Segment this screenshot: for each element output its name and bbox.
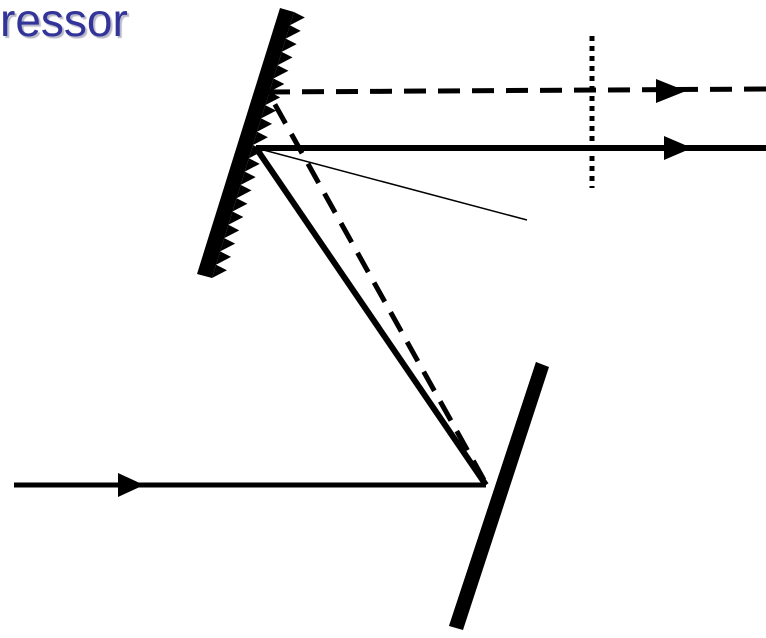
grating-tooth [220, 238, 236, 252]
grating-tooth [253, 131, 268, 145]
grating-tooth [453, 599, 469, 613]
grating-tooth [232, 198, 248, 212]
output-beam-dashed [267, 86, 766, 95]
grating-tooth [240, 171, 256, 185]
grating-tooth [518, 401, 534, 415]
lower-grating-teeth [449, 362, 547, 626]
grating-tooth [466, 560, 482, 574]
upper-grating [197, 8, 305, 278]
grating-tooth [522, 388, 539, 402]
grating-tooth [505, 441, 521, 455]
grating-tooth [492, 480, 508, 494]
grating-tooth [509, 428, 525, 442]
grating-tooth [244, 158, 260, 172]
grating-tooth [265, 91, 281, 106]
lower-grating [449, 362, 549, 630]
grating-tooth [277, 51, 293, 66]
grating-tooth [281, 38, 297, 52]
grating-tooth [273, 65, 289, 79]
upper-grating-body [197, 8, 294, 278]
grating-tooth [228, 211, 244, 225]
grating-normal-line [255, 147, 528, 221]
grating-tooth [216, 251, 232, 265]
grating-tooth [269, 78, 285, 92]
grating-tooth [212, 264, 227, 278]
grating-tooth [285, 25, 301, 39]
grating-tooth [449, 612, 465, 626]
grating-tooth [501, 454, 517, 468]
grating-tooth [289, 12, 305, 26]
grating-tooth [462, 573, 478, 587]
grating-tooth [236, 184, 252, 199]
grating-tooth [475, 533, 491, 547]
grating-tooth [514, 414, 530, 428]
diffracted-beam-solid [253, 146, 489, 487]
grating-tooth [527, 375, 543, 389]
upper-grating-teeth [212, 12, 305, 278]
diffracted-beam-dashed [265, 90, 487, 482]
incoming-beam-arrow [118, 473, 144, 497]
grating-tooth [531, 362, 547, 376]
grating-tooth [261, 105, 277, 119]
grating-tooth [488, 494, 504, 508]
grating-tooth [257, 118, 273, 132]
grating-tooth [470, 546, 486, 560]
output-beam-solid-arrow [664, 136, 692, 160]
grating-tooth [496, 467, 512, 481]
output-beam-dashed-arrow [656, 79, 686, 103]
grating-tooth [224, 224, 240, 239]
grating-tooth [483, 507, 499, 521]
grating-tooth [457, 586, 473, 600]
slide-title-fragment: ressor [0, 0, 128, 46]
grating-tooth [479, 520, 495, 534]
